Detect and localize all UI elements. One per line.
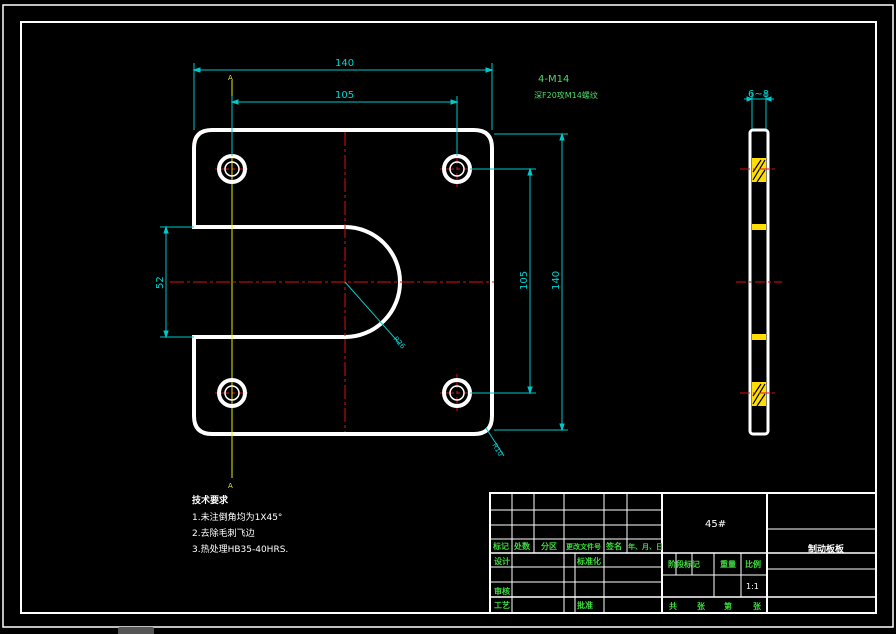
section-mark-top: A xyxy=(228,74,233,82)
dim-overall-width: 140 xyxy=(335,58,354,69)
dim-hole-spacing-x: 105 xyxy=(335,90,354,101)
rev-header-sign: 签名 xyxy=(605,541,622,551)
dim-hole-spacing-y: 105 xyxy=(519,271,530,290)
scale-label: 比例 xyxy=(745,559,761,569)
dimension-lines xyxy=(160,63,568,457)
dim-overall-height: 140 xyxy=(551,271,562,290)
hole-bottom-left xyxy=(217,378,247,408)
rev-header-mark: 标记 xyxy=(492,541,509,551)
outer-frame xyxy=(2,4,894,628)
sheets-page: 第 xyxy=(724,601,732,611)
process-label: 工艺 xyxy=(494,600,510,610)
section-mark-bottom: A xyxy=(228,482,233,490)
technical-notes: 技术要求 1.未注倒角均为1X45° 2.去除毛刺飞边 3.热处理HB35-40… xyxy=(192,494,288,555)
review-label: 审核 xyxy=(494,586,510,596)
dim-thickness: 6~8 xyxy=(748,89,769,100)
approve-label: 批准 xyxy=(577,600,593,610)
stage-mark-label: 阶段标记 xyxy=(668,559,700,569)
dim-slot-width: 52 xyxy=(155,276,166,289)
scale-value: 1:1 xyxy=(746,582,759,591)
standardization-label: 标准化 xyxy=(576,556,601,566)
part-name: 制动板板 xyxy=(808,543,845,555)
notes-title: 技术要求 xyxy=(192,494,229,506)
taskbar-thumbnail[interactable] xyxy=(118,627,154,634)
inner-frame xyxy=(20,21,877,614)
dim-slot-radius: R26 xyxy=(392,335,408,351)
design-label: 设计 xyxy=(494,556,510,566)
hole-callout: 4-M14 xyxy=(538,74,569,85)
rev-header-zone: 分区 xyxy=(541,541,557,551)
sheets-total: 共 xyxy=(669,601,677,611)
note-2: 2.去除毛刺飞边 xyxy=(192,527,255,539)
side-view: 6~8 xyxy=(736,89,782,436)
rev-header-date: 年、月、日 xyxy=(628,542,663,551)
material: 45# xyxy=(705,519,726,530)
rev-header-count: 处数 xyxy=(513,541,531,551)
note-1: 1.未注倒角均为1X45° xyxy=(192,511,282,523)
dim-corner-radius: R10 xyxy=(490,442,504,458)
sheets-unit-1: 张 xyxy=(697,602,706,611)
rev-header-doc: 更改文件号 xyxy=(566,542,601,551)
sheets-unit-2: 张 xyxy=(753,602,762,611)
weight-label: 重量 xyxy=(720,559,736,569)
hole-depth-note: 深F20攻M14螺纹 xyxy=(534,90,598,100)
title-block: 标记 处数 分区 更改文件号 签名 年、月、日 设计 标准化 审核 工艺 批准 … xyxy=(489,492,877,614)
note-3: 3.热处理HB35-40HRS. xyxy=(192,543,288,555)
